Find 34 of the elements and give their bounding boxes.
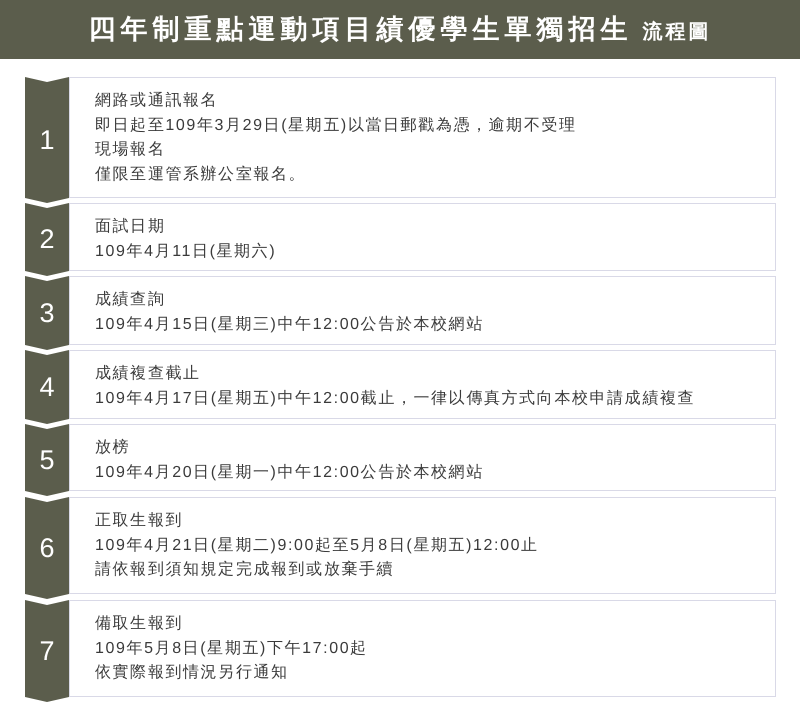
step-box [69,350,776,419]
step-number-tab: 6 [25,497,69,599]
step-detail: 請依報到須知規定完成報到或放棄手續 [95,560,394,580]
step-number-tab: 3 [25,276,69,350]
step-number-tab: 4 [25,350,69,424]
title: 四年制重點運動項目績優學生單獨招生 [88,13,632,46]
step-box [69,424,776,491]
step-title: 成績查詢 [95,290,166,310]
step-title: 面試日期 [95,216,166,237]
step-detail: 109年4月15日(星期三)中午12:00公告於本校網站 [95,314,484,334]
step-detail: 109年4月20日(星期一)中午12:00公告於本校網站 [95,462,484,482]
step-box [69,203,776,271]
step-detail: 即日起至109年3月29日(星期五)以當日郵戳為憑，逾期不受理 [95,116,577,136]
step-box [69,276,776,345]
step-detail: 現場報名 [95,140,166,160]
step-box [69,600,776,697]
step-detail: 依實際報到情況另行通知 [95,662,289,683]
step-number-tab: 2 [25,203,69,276]
step-detail: 109年4月17日(星期五)中午12:00截止，一律以傳真方式向本校申請成績複查 [95,388,696,408]
step-title: 成績複查截止 [95,364,201,384]
step-number-tab: 7 [25,600,69,702]
step-title: 網路或通訊報名 [95,90,218,111]
step-detail: 109年4月11日(星期六) [95,242,276,262]
step-title: 放榜 [95,438,130,458]
step-number-tab: 1 [25,77,69,203]
step-detail: 109年4月21日(星期二)9:00起至5月8日(星期五)12:00止 [95,536,539,556]
step-box [69,497,776,594]
step-detail: 僅限至運管系辦公室報名。 [95,164,306,184]
step-number-tab: 5 [25,424,69,496]
step-detail: 109年5月8日(星期五)下午17:00起 [95,638,368,658]
step-title: 正取生報到 [95,510,183,531]
step-title: 備取生報到 [95,614,183,634]
subtitle: 流程圖 [642,20,712,45]
step-box [69,77,776,198]
